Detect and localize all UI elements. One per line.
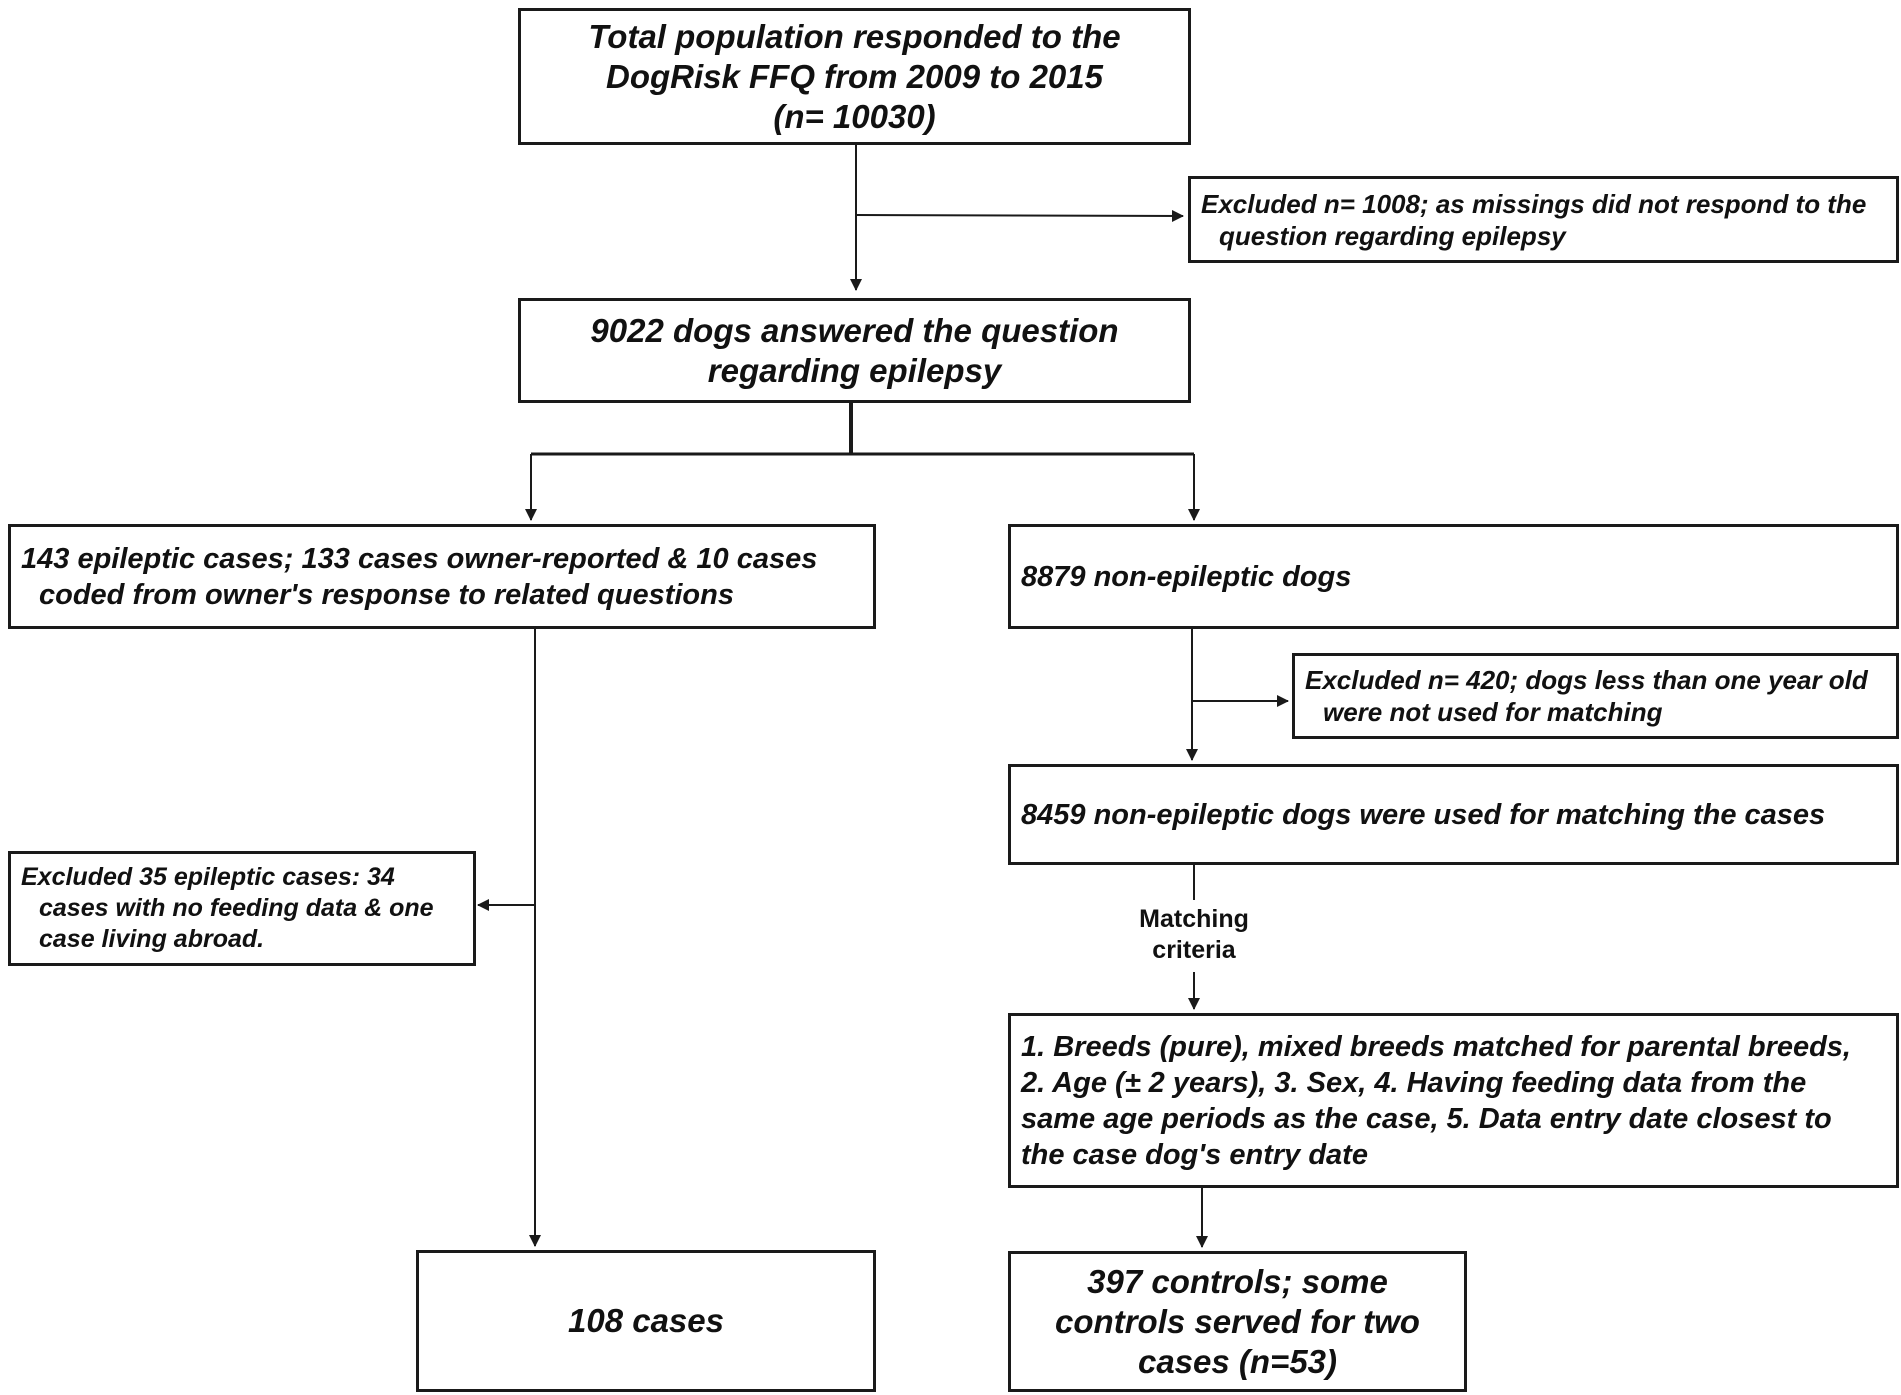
epileptic-cases-line-2: coded from owner's response to related q… bbox=[39, 578, 734, 611]
used-for-matching-line-1: 8459 non-epileptic dogs were used for ma… bbox=[1021, 798, 1826, 831]
total-population-line-1: Total population responded to the bbox=[588, 17, 1121, 55]
non-epileptic-line-1: 8879 non-epileptic dogs bbox=[1021, 560, 1352, 593]
excluded-young-line-2: were not used for matching bbox=[1323, 697, 1663, 727]
criteria-list-line-1: 1. Breeds (pure), mixed breeds matched f… bbox=[1021, 1030, 1851, 1063]
final-controls-line-1: 397 controls; some bbox=[1087, 1262, 1388, 1300]
criteria-list-line-3: same age periods as the case, 5. Data en… bbox=[1021, 1102, 1832, 1135]
criteria-list-box: 1. Breeds (pure), mixed breeds matched f… bbox=[1008, 1013, 1899, 1188]
connector-to-excluded-missing bbox=[855, 209, 1184, 222]
criteria-list-line-2: 2. Age (± 2 years), 3. Sex, 4. Having fe… bbox=[1021, 1066, 1807, 1099]
matching-criteria-line-1: Matching bbox=[1139, 905, 1249, 933]
excluded-cases-line-1: Excluded 35 epileptic cases: 34 bbox=[21, 863, 395, 891]
final-cases-line-1: 108 cases bbox=[568, 1302, 724, 1339]
total-population-line-2: DogRisk FFQ from 2009 to 2015 bbox=[606, 57, 1103, 95]
used-for-matching-box: 8459 non-epileptic dogs were used for ma… bbox=[1008, 764, 1899, 865]
epileptic-cases-box: 143 epileptic cases; 133 cases owner-rep… bbox=[8, 524, 876, 629]
final-controls-box: 397 controls; some controls served for t… bbox=[1008, 1251, 1467, 1392]
final-controls-line-3: cases (n=53) bbox=[1137, 1342, 1338, 1380]
excluded-cases-box: Excluded 35 epileptic cases: 34 cases wi… bbox=[8, 851, 476, 966]
excluded-young-box: Excluded n= 420; dogs less than one year… bbox=[1292, 653, 1899, 739]
excluded-cases-line-3: case living abroad. bbox=[39, 925, 265, 953]
matching-criteria-line-2: criteria bbox=[1152, 936, 1236, 964]
excluded-missing-line-1: Excluded n= 1008; as missings did not re… bbox=[1201, 188, 1867, 219]
answered-epilepsy-box: 9022 dogs answered the question regardin… bbox=[518, 298, 1191, 403]
final-cases-box: 108 cases bbox=[416, 1250, 876, 1392]
excluded-missing-line-2: question regarding epilepsy bbox=[1219, 220, 1566, 251]
criteria-list-line-4: the case dog's entry date bbox=[1021, 1138, 1368, 1171]
excluded-missing-box: Excluded n= 1008; as missings did not re… bbox=[1188, 176, 1899, 263]
excluded-young-line-1: Excluded n= 420; dogs less than one year… bbox=[1305, 665, 1868, 695]
excluded-cases-line-2: cases with no feeding data & one bbox=[39, 894, 434, 922]
answered-epilepsy-line-2: regarding epilepsy bbox=[707, 351, 1002, 389]
answered-epilepsy-line-1: 9022 dogs answered the question bbox=[590, 311, 1119, 349]
non-epileptic-box: 8879 non-epileptic dogs bbox=[1008, 524, 1899, 629]
total-population-box: Total population responded to the DogRis… bbox=[518, 8, 1191, 145]
total-population-line-3: (n= 10030) bbox=[773, 97, 936, 135]
matching-criteria-label: Matching criteria bbox=[1104, 904, 1284, 966]
epileptic-cases-line-1: 143 epileptic cases; 133 cases owner-rep… bbox=[21, 542, 818, 575]
final-controls-line-2: controls served for two bbox=[1055, 1302, 1420, 1340]
